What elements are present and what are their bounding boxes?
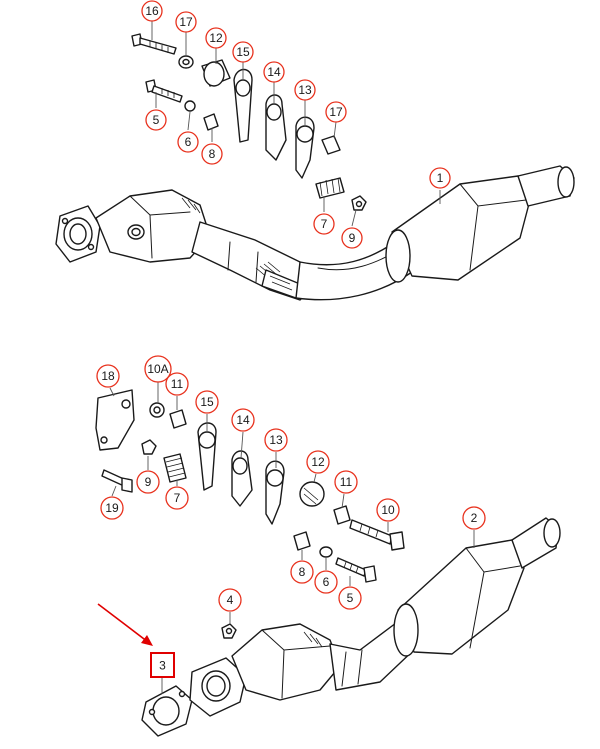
- top-intermediate-pipe: [191, 221, 321, 301]
- svg-text:10: 10: [381, 503, 395, 517]
- svg-text:5: 5: [347, 591, 354, 605]
- callout-3[interactable]: 3: [159, 659, 166, 673]
- svg-text:15: 15: [236, 45, 250, 59]
- svg-text:16: 16: [145, 4, 159, 18]
- callout-9[interactable]: 9: [341, 227, 363, 249]
- callout-5[interactable]: 5: [145, 109, 167, 131]
- svg-text:18: 18: [101, 369, 115, 383]
- callout-12[interactable]: 12: [205, 27, 227, 49]
- svg-text:14: 14: [267, 65, 281, 79]
- callout-10[interactable]: 10: [376, 498, 400, 522]
- bottom-flange: [189, 657, 247, 717]
- svg-text:15: 15: [200, 395, 214, 409]
- callout-17b[interactable]: 17: [325, 101, 347, 123]
- highlight-part-3: 3: [97, 603, 175, 678]
- callout-15[interactable]: 15: [232, 41, 254, 63]
- svg-text:5: 5: [153, 113, 160, 127]
- svg-text:6: 6: [323, 575, 330, 589]
- top-rear-catalyst: [385, 165, 575, 283]
- callout-8b[interactable]: 8: [290, 560, 314, 584]
- svg-text:13: 13: [298, 83, 312, 97]
- callout-19[interactable]: 19: [100, 496, 124, 520]
- callout-4[interactable]: 4: [218, 588, 242, 612]
- svg-text:11: 11: [340, 475, 353, 489]
- callout-2[interactable]: 2: [462, 506, 486, 530]
- svg-text:6: 6: [185, 135, 192, 149]
- svg-text:11: 11: [171, 377, 184, 391]
- callout-17[interactable]: 17: [175, 11, 197, 33]
- highlight-arrow-shaft: [97, 603, 149, 643]
- top-assembly: [55, 33, 575, 301]
- highlight-arrow-head: [141, 635, 153, 646]
- callout-6b[interactable]: 6: [314, 570, 338, 594]
- highlight-box: [150, 652, 175, 678]
- svg-text:17: 17: [329, 105, 343, 119]
- callout-16[interactable]: 16: [141, 0, 163, 22]
- svg-text:9: 9: [145, 475, 152, 489]
- callout-11[interactable]: 11: [165, 372, 189, 396]
- svg-text:2: 2: [471, 511, 478, 525]
- callout-1[interactable]: 1: [429, 167, 451, 189]
- callout-15b[interactable]: 15: [195, 390, 219, 414]
- callout-9b[interactable]: 9: [136, 470, 160, 494]
- svg-text:12: 12: [311, 455, 325, 469]
- svg-text:17: 17: [179, 15, 193, 29]
- callout-8[interactable]: 8: [201, 143, 223, 165]
- callout-14[interactable]: 14: [263, 61, 285, 83]
- svg-text:19: 19: [105, 501, 119, 515]
- callout-10A[interactable]: 10A: [144, 355, 172, 383]
- bracket-18: [95, 389, 135, 451]
- bottom-front-catalyst: [231, 623, 341, 701]
- callout-18[interactable]: 18: [96, 364, 120, 388]
- leader-lines: [109, 20, 475, 694]
- callout-6[interactable]: 6: [177, 131, 199, 153]
- callout-11b[interactable]: 11: [334, 470, 358, 494]
- svg-text:10A: 10A: [147, 362, 168, 376]
- callouts-bottom: 18 10A 11 15 14 13 12 11 10 9 7 19 8 6 5…: [96, 355, 486, 612]
- callout-7b[interactable]: 7: [165, 486, 189, 510]
- callout-12b[interactable]: 12: [306, 450, 330, 474]
- gasket-3: [141, 685, 193, 737]
- top-flange: [55, 205, 101, 263]
- callout-7[interactable]: 7: [313, 213, 335, 235]
- callouts-top: 16 17 12 15 14 13 17 5 6 8 7 9 1: [141, 0, 451, 249]
- svg-text:9: 9: [349, 231, 356, 245]
- callout-13[interactable]: 13: [294, 79, 316, 101]
- svg-text:14: 14: [236, 413, 250, 427]
- svg-text:4: 4: [227, 593, 234, 607]
- svg-text:12: 12: [209, 31, 223, 45]
- svg-text:8: 8: [299, 565, 306, 579]
- svg-text:7: 7: [321, 217, 328, 231]
- bottom-rear-catalyst: [393, 517, 561, 657]
- bottom-assembly: [95, 389, 561, 737]
- svg-text:8: 8: [209, 147, 216, 161]
- callout-14b[interactable]: 14: [231, 408, 255, 432]
- callout-13b[interactable]: 13: [264, 428, 288, 452]
- svg-text:1: 1: [437, 171, 444, 185]
- top-hardware: [131, 33, 367, 211]
- callout-5b[interactable]: 5: [338, 586, 362, 610]
- svg-text:7: 7: [174, 491, 181, 505]
- svg-text:13: 13: [269, 433, 283, 447]
